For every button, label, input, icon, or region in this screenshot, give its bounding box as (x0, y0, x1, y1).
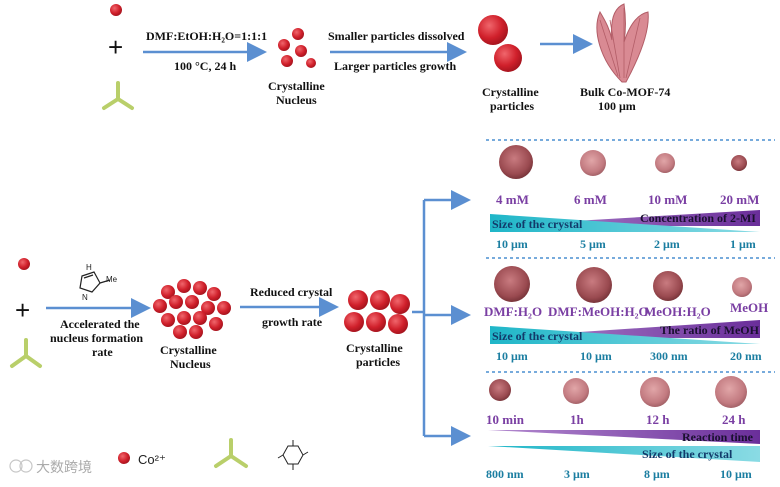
legend-co-dot (118, 452, 130, 464)
crystal-10min (489, 379, 511, 401)
crystal-10mM (655, 153, 675, 173)
imidazole-n: N (82, 293, 88, 302)
imidazole-nh: H (86, 263, 92, 272)
p2-bar-right: The ratio of MeOH (660, 323, 760, 337)
p3-teal-wedge (488, 446, 760, 462)
panel-dividers (486, 139, 775, 373)
panel-concentration: 4 mM 6 mM 10 mM 20 mM Size of the crysta… (490, 145, 760, 251)
p1-bar-right: Concentration of 2-MI (640, 211, 756, 225)
crystal-20mM (731, 155, 747, 171)
crystal-dmf-meoh-h2o (576, 267, 612, 303)
nucleus-label-top-1: Crystalline (268, 79, 325, 93)
accel-line-2: nucleus formation (50, 331, 143, 345)
p1-label-1: 4 mM (496, 192, 529, 207)
p2-label-2: DMF:MeOH:H₂O (548, 304, 649, 319)
particles-cluster-bottom (344, 290, 410, 334)
reduced-line-1: Reduced crystal (250, 285, 333, 299)
watermark-text: 大数跨境 (36, 460, 92, 476)
conditions-temp: 100 °C, 24 h (174, 59, 236, 73)
co-ion-bottom (18, 258, 30, 270)
bulk-crystal-image (596, 3, 649, 83)
nucleus-cluster-top (278, 28, 316, 68)
particles-label-top-1: Crystalline (482, 85, 539, 99)
crystal-1h (563, 378, 589, 404)
linker-icon (102, 81, 134, 110)
watermark-logo (9, 459, 33, 473)
methylimidazole-icon (79, 271, 111, 293)
crystal-dmf-h2o (494, 266, 530, 302)
conditions-solvent: DMF:EtOH:H₂O=1:1:1 (146, 29, 267, 43)
p3-size-4: 10 μm (720, 467, 752, 481)
nucleus-label-bottom-2: Nucleus (170, 357, 211, 371)
ostwald-line-1: Smaller particles dissolved (328, 29, 465, 43)
p3-bar-top: Reaction time (682, 430, 754, 444)
p2-bar-left: Size of the crystal (492, 329, 583, 343)
plus-sign: + (108, 32, 123, 62)
p2-label-3: MeOH:H₂O (644, 304, 711, 319)
p3-bar-bottom: Size of the crystal (642, 447, 733, 461)
p3-label-3: 12 h (646, 412, 670, 427)
bulk-label: Bulk Co-MOF-74 (580, 85, 670, 99)
p1-size-4: 1 μm (730, 237, 756, 251)
particles-label-bottom-2: particles (356, 355, 400, 369)
p1-size-2: 5 μm (580, 237, 606, 251)
nucleus-cluster-bottom (153, 279, 231, 339)
particle-large-1 (478, 15, 508, 45)
linker-icon-bottom (10, 338, 42, 368)
nucleus-label-top-2: Nucleus (276, 93, 317, 107)
p1-size-3: 2 μm (654, 237, 680, 251)
p2-teal-wedge (490, 326, 760, 344)
p2-size-4: 20 nm (730, 349, 762, 363)
legend-linker-icon (214, 438, 248, 468)
p3-size-2: 3 μm (564, 467, 590, 481)
reduced-line-2: growth rate (262, 315, 323, 329)
bulk-size: 100 μm (598, 99, 636, 113)
p1-label-2: 6 mM (574, 192, 607, 207)
p3-purple-wedge (488, 430, 760, 444)
p1-teal-wedge (490, 214, 760, 232)
crystal-meoh (732, 277, 752, 297)
crystal-meoh-h2o (653, 271, 683, 301)
p3-size-1: 800 nm (486, 467, 524, 481)
branch-arrows (412, 190, 471, 446)
p1-bar-left: Size of the crystal (492, 217, 583, 231)
p1-label-4: 20 mM (720, 192, 759, 207)
panel-reaction-time: 10 min 1h 12 h 24 h Reaction time Size o… (486, 376, 760, 481)
p2-size-1: 10 μm (496, 349, 528, 363)
p1-label-3: 10 mM (648, 192, 687, 207)
co-ion (110, 4, 122, 16)
p2-size-3: 300 nm (650, 349, 688, 363)
p2-size-2: 10 μm (580, 349, 612, 363)
crystal-4mM (499, 145, 533, 179)
p2-label-4: MeOH (730, 300, 768, 315)
crystal-6mM (580, 150, 606, 176)
p3-size-3: 8 μm (644, 467, 670, 481)
crystal-24h (715, 376, 747, 408)
accel-line-1: Accelerated the (60, 317, 140, 331)
nucleus-label-bottom-1: Crystalline (160, 343, 217, 357)
modulator-me: Me (106, 275, 118, 284)
particles-label-top-2: particles (490, 99, 534, 113)
panel-methanol-ratio: DMF:H₂O DMF:MeOH:H₂O MeOH:H₂O MeOH Size … (484, 266, 768, 363)
p2-label-1: DMF:H₂O (484, 304, 542, 319)
particle-large-2 (494, 44, 522, 72)
p3-label-2: 1h (570, 412, 585, 427)
ostwald-line-2: Larger particles growth (334, 59, 457, 73)
p3-label-1: 10 min (486, 412, 525, 427)
crystal-12h (640, 377, 670, 407)
legend-dhtp-structure-icon (277, 440, 309, 470)
plus-sign-bottom: + (15, 295, 30, 325)
p3-label-4: 24 h (722, 412, 746, 427)
particles-label-bottom-1: Crystalline (346, 341, 403, 355)
accel-line-3: rate (92, 345, 113, 359)
legend-co-label: Co²⁺ (138, 452, 166, 467)
p1-size-1: 10 μm (496, 237, 528, 251)
